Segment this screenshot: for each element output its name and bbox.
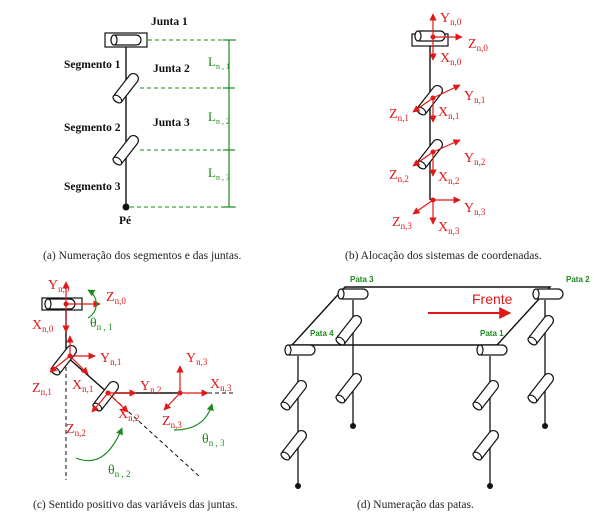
c-y1-label: Yn,1 — [100, 351, 121, 367]
panel-d: Frente Pata 3 Pata 2 Pata 4 Pata 1 (d) N… — [278, 275, 590, 511]
hip-pata-1 — [476, 344, 508, 356]
frame-1-origin — [67, 353, 73, 359]
leg-lines — [297, 300, 546, 485]
theta-1-arc — [87, 289, 97, 319]
c-z1-label: Zn,1 — [32, 381, 52, 397]
z0-label: Zn,0 — [468, 37, 488, 53]
panel-c: Yn,0 Zn,0 Xn,0 θn , 1 Yn,1 Xn,1 Zn,1 Yn,… — [32, 278, 238, 511]
x1-label: Xn,1 — [438, 105, 459, 121]
frame-1-origin — [430, 95, 436, 101]
joint-1-label: Junta 1 — [151, 16, 188, 28]
dimension-guides — [130, 39, 236, 208]
pata-1-knee-1 — [470, 377, 502, 413]
x0-label: Xn,0 — [440, 51, 462, 67]
frame-2-origin — [430, 149, 436, 155]
pata-3-knee-1 — [333, 312, 365, 348]
pata-4-knee-1 — [278, 377, 310, 413]
frame-0-origin — [430, 34, 436, 40]
c-z2-label: Zn,2 — [66, 422, 86, 438]
frame-1-axes — [412, 84, 461, 123]
segment-2-label: Segmento 2 — [64, 122, 121, 134]
length-1-label: Ln , 1 — [208, 54, 230, 71]
theta-3-arc — [173, 403, 214, 431]
frame-3-origin — [430, 197, 436, 203]
pata-3-label: Pata 3 — [350, 275, 374, 284]
pata-4-label: Pata 4 — [310, 329, 334, 338]
c-y2-label: Yn,2 — [140, 379, 161, 395]
x2-label: Xn,2 — [438, 170, 459, 186]
c-x1-label: Xn,1 — [72, 378, 93, 394]
segment-3-label: Segmento 3 — [64, 181, 121, 193]
y3-label: Yn,3 — [464, 201, 486, 217]
c-y0-label: Yn,0 — [48, 278, 70, 294]
pata-3-knee-2 — [333, 370, 365, 406]
pata-2-label: Pata 2 — [566, 275, 590, 284]
y0-label: Yn,0 — [440, 11, 462, 27]
foot-pata-4 — [295, 483, 301, 489]
y1-label: Yn,1 — [464, 89, 485, 105]
theta-1-label: θn , 1 — [90, 316, 112, 332]
z1-label: Zn,1 — [389, 107, 409, 123]
theta-2-arc — [75, 427, 123, 462]
caption-c: (c) Sentido positivo das variáveis das j… — [33, 499, 238, 511]
joint-3-label: Junta 3 — [153, 117, 190, 129]
joint-1-cylinder — [414, 30, 446, 42]
foot-pata-3 — [350, 423, 356, 429]
pata-2-knee-1 — [525, 312, 557, 348]
caption-b: (b) Alocação dos sistemas de coordenadas… — [345, 250, 542, 262]
foot-point — [122, 203, 130, 211]
c-x3-label: Xn,3 — [210, 377, 232, 393]
hip-pata-2 — [532, 288, 564, 300]
joint-1-cylinder — [110, 34, 142, 46]
panel-b: Yn,0 Zn,0 Xn,0 Yn,1 Xn,1 Zn,1 Yn,2 Xn,2 … — [345, 11, 542, 262]
frame-3-axes — [412, 196, 461, 225]
pata-4-knee-2 — [278, 427, 310, 463]
frame-1-axes — [49, 335, 96, 375]
frame-0-axes — [429, 13, 463, 61]
pata-1-knee-2 — [470, 427, 502, 463]
frame-3-axes — [163, 365, 209, 411]
caption-a: (a) Numeração dos segmentos e das juntas… — [43, 250, 241, 262]
z2-label: Zn,2 — [389, 168, 409, 184]
length-3-label: Ln , 3 — [208, 165, 230, 182]
caption-d: (d) Numeração das patas. — [357, 499, 474, 511]
frame-3-origin — [177, 390, 183, 396]
dimension-bar — [223, 39, 235, 208]
foot-pata-1 — [487, 483, 493, 489]
direction-label: Frente — [472, 291, 513, 307]
c-z3-label: Zn,3 — [162, 414, 182, 430]
pata-2-knee-2 — [525, 370, 557, 406]
frame-2-origin — [105, 390, 111, 396]
c-z0-label: Zn,0 — [106, 290, 126, 306]
frame-0-axes — [62, 281, 101, 333]
c-y3-label: Yn,3 — [186, 351, 208, 367]
joint-2-label: Junta 2 — [153, 63, 190, 75]
foot-label: Pé — [119, 215, 131, 227]
hip-pata-3 — [337, 288, 369, 300]
segment-1-label: Segmento 1 — [64, 59, 121, 71]
frame-2-axes — [91, 389, 137, 413]
frame-0-origin — [63, 301, 69, 307]
length-2-label: Ln , 2 — [208, 109, 230, 126]
panel-a: Junta 1 Junta 2 Junta 3 Segmento 1 Segme… — [43, 16, 241, 262]
theta-3-label: θn , 3 — [202, 432, 225, 448]
foot-pata-2 — [542, 423, 548, 429]
x3-label: Xn,3 — [438, 220, 460, 236]
c-x0-label: Xn,0 — [32, 318, 54, 334]
theta-2-label: θn , 2 — [108, 463, 130, 479]
z3-label: Zn,3 — [392, 215, 412, 231]
frame-2-axes — [412, 139, 461, 177]
c-x2-label: Xn,2 — [118, 407, 139, 423]
pata-1-label: Pata 1 — [480, 329, 504, 338]
y2-label: Yn,2 — [464, 151, 485, 167]
hip-pata-4 — [284, 344, 316, 356]
